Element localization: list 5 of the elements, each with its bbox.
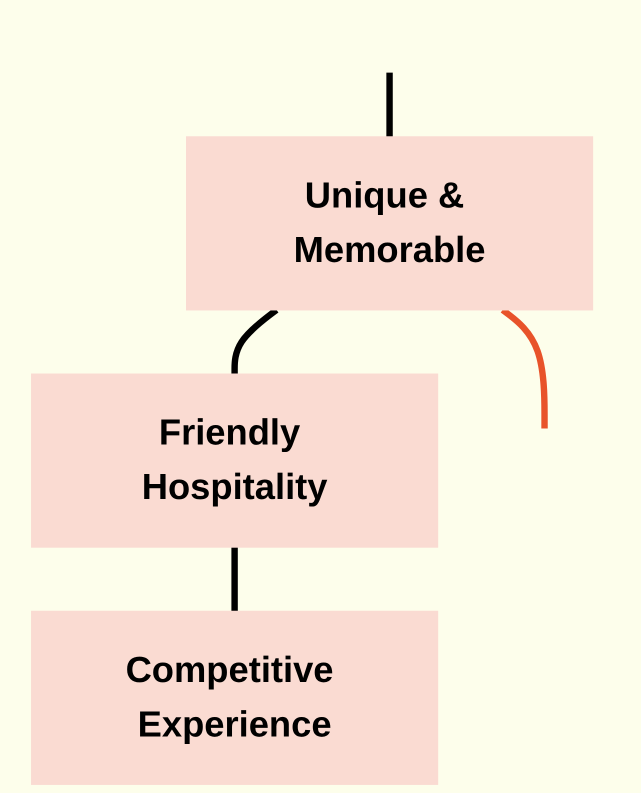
node-box: Competitive Experience — [31, 610, 439, 785]
connector-line — [386, 72, 394, 137]
node-box: Friendly Hospitality — [31, 374, 439, 548]
connector-line — [232, 547, 238, 612]
node-box: Unique & Memorable — [186, 136, 594, 310]
